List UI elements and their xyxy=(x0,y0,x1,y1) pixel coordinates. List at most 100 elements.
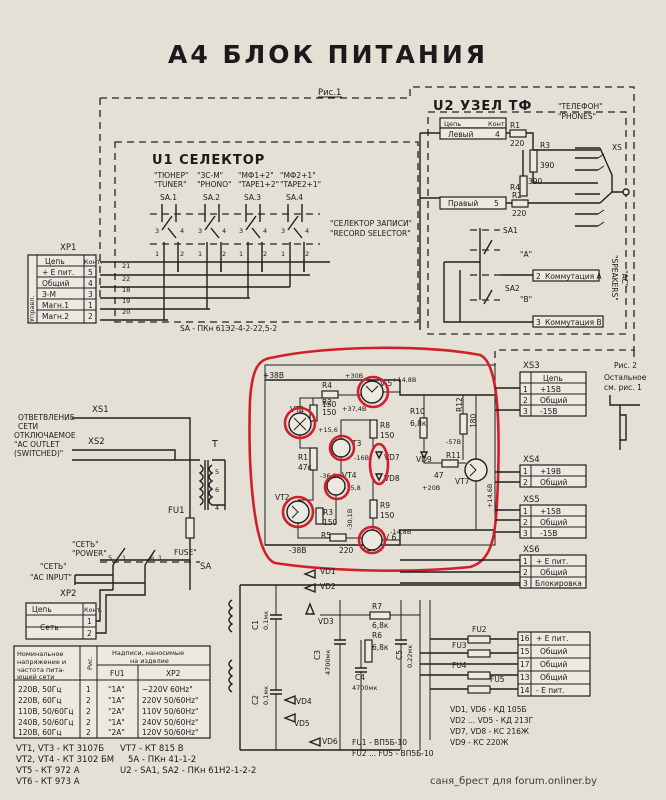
stab-volt-3: +15,6 xyxy=(318,426,338,434)
note-6: U2 - SA1, SA2 - ПКн 61Н2-1-2-2 xyxy=(120,766,256,776)
table-r4-c2: "2А" xyxy=(108,728,125,737)
u2-r2-value: 220 xyxy=(512,209,527,218)
c2-label: C2 xyxy=(251,695,260,705)
highlight-vd7-vd8 xyxy=(368,442,390,486)
stab-r2-label: R2 xyxy=(322,398,332,407)
out-row-3-name: Общий xyxy=(540,673,567,682)
u1-pin-20: 20 xyxy=(122,308,130,316)
table-r2-c1: 2 xyxy=(86,707,91,716)
highlight-vt2 xyxy=(281,495,315,529)
fig2-note-1: Остальное xyxy=(604,373,647,382)
svg-text:2: 2 xyxy=(180,250,184,258)
stab-r5-value: 220 xyxy=(339,546,354,555)
stab-vd7-label: VD7 xyxy=(384,453,400,462)
highlight-vt5 xyxy=(356,375,390,409)
u2-komm-a-pin: 2 xyxy=(536,272,541,281)
u2-right-pin: 5 xyxy=(494,199,499,208)
u2-r3 xyxy=(529,149,538,173)
u2-komm-a-row xyxy=(532,269,600,282)
out-row-2-pin: 17 xyxy=(520,660,530,669)
fuse-label: FUSE" xyxy=(174,548,197,557)
stab-r8-value: 150 xyxy=(380,431,395,440)
stab-r12-value: 180 xyxy=(469,413,478,428)
svg-text:2: 2 xyxy=(305,250,309,258)
u2-xs-jack-tip xyxy=(622,188,630,196)
stab-r8 xyxy=(369,419,378,439)
u2-komm-a: Коммутация А xyxy=(545,272,603,281)
r6 xyxy=(364,639,373,663)
stab-r3 xyxy=(315,507,324,525)
stab-r3-label: R3 xyxy=(323,508,333,517)
fig2-ref: Рис. 2 xyxy=(614,361,637,370)
r7-value: 6,8к xyxy=(372,621,389,630)
u2-speakers-2: "AC" xyxy=(620,270,629,287)
out-row-2-name: Общий xyxy=(540,660,567,669)
table-r3-c1: 2 xyxy=(86,718,91,727)
stab-volt-1: +14,8В xyxy=(392,376,416,384)
table-sub-1: XP2 xyxy=(166,669,181,678)
table-head-0b: напряжение и xyxy=(17,658,66,666)
note-0: VT1, VT3 - КТ 3107Б xyxy=(16,744,104,754)
table-r1-c0: 220В, 60Гц xyxy=(18,696,61,705)
svg-text:1: 1 xyxy=(158,554,162,562)
u1-sa3-label: SA.3 xyxy=(244,193,261,202)
outer-dashed-contour xyxy=(100,86,635,365)
stab-r11-value: 47 xyxy=(434,471,444,480)
u1-sa2-label: SA.2 xyxy=(203,193,220,202)
table-r0-c2: "1А" xyxy=(108,685,125,694)
svg-text:6: 6 xyxy=(150,554,154,562)
svg-text:5: 5 xyxy=(108,554,112,562)
stab-volt-5: -36,8 xyxy=(320,472,337,480)
vd5-label: VD5 xyxy=(294,719,310,728)
u2-switch-linkage xyxy=(470,229,500,301)
xp1-row-2-pin: 4 xyxy=(88,279,93,288)
bom-0: VD1, VD6 - КД 105Б xyxy=(450,705,527,714)
svg-text:1: 1 xyxy=(281,250,285,258)
stab-volt-0: +30В xyxy=(345,372,363,380)
table-r2-c3: 110V 50/60Hz" xyxy=(142,707,198,716)
fu2 xyxy=(467,635,491,644)
out-row-0-pin: 16 xyxy=(520,634,530,643)
transformer-pin-6: 6 xyxy=(215,486,219,494)
u2-speakers-1: "SPEAKERS" xyxy=(610,255,619,301)
watermark: саня_брест для forum.onliner.by xyxy=(430,776,597,787)
xs4-label: XS4 xyxy=(523,455,540,465)
xp1-row-2-name: Общий xyxy=(42,279,69,288)
highlight-vt4 xyxy=(323,473,351,501)
transformer-secondary-tap xyxy=(212,459,226,510)
stab-r3-value: 150 xyxy=(323,518,338,527)
fu5-label: FU5 xyxy=(490,675,505,684)
c3-value: 4700мк xyxy=(324,650,332,675)
table-sub-0: FU1 xyxy=(110,669,125,678)
u2-xs-jack xyxy=(599,147,625,204)
xs6-row-2-pin: 3 xyxy=(523,579,528,588)
table-r3-c2: "1А" xyxy=(108,718,125,727)
u1-bus-taps xyxy=(163,262,305,320)
out-row-3-pin: 13 xyxy=(520,673,530,682)
u2-switch-contacts xyxy=(479,228,493,305)
rectifier-diodes xyxy=(283,568,321,748)
xs4-row-1-name: Общий xyxy=(540,478,567,487)
u1-source-2b: "PHONO" xyxy=(197,180,231,189)
xp2-row-2-pin: 2 xyxy=(87,629,92,638)
stab-r5 xyxy=(329,533,347,542)
c1-label: C1 xyxy=(251,620,260,630)
xp1-row-1-name: + Е пит. xyxy=(42,268,74,277)
u1-pin-21: 21 xyxy=(122,262,130,270)
u1-record-1: "СЕЛЕКТОР ЗАПИСИ" xyxy=(330,219,412,228)
svg-text:4: 4 xyxy=(222,227,226,235)
stab-vt3-label: T3 xyxy=(351,439,362,448)
u1-source-4a: "МФ2+1" xyxy=(280,171,316,180)
xp1-row-4-name: Магн.1 xyxy=(42,301,69,310)
stab-r4 xyxy=(321,390,339,399)
svg-text:3: 3 xyxy=(239,227,243,235)
stab-r2-value: 150 xyxy=(322,408,337,417)
u2-xs-label: XS xyxy=(612,143,622,152)
u2-r4-value: 390 xyxy=(528,177,543,186)
xp2-row-0-pin: Конт. xyxy=(84,606,103,614)
xs3-label: XS3 xyxy=(523,361,540,371)
connector-wires xyxy=(400,387,520,584)
note-3: VT6 - КТ 973 А xyxy=(16,777,80,787)
xs3-row-1-pin: 2 xyxy=(523,396,528,405)
